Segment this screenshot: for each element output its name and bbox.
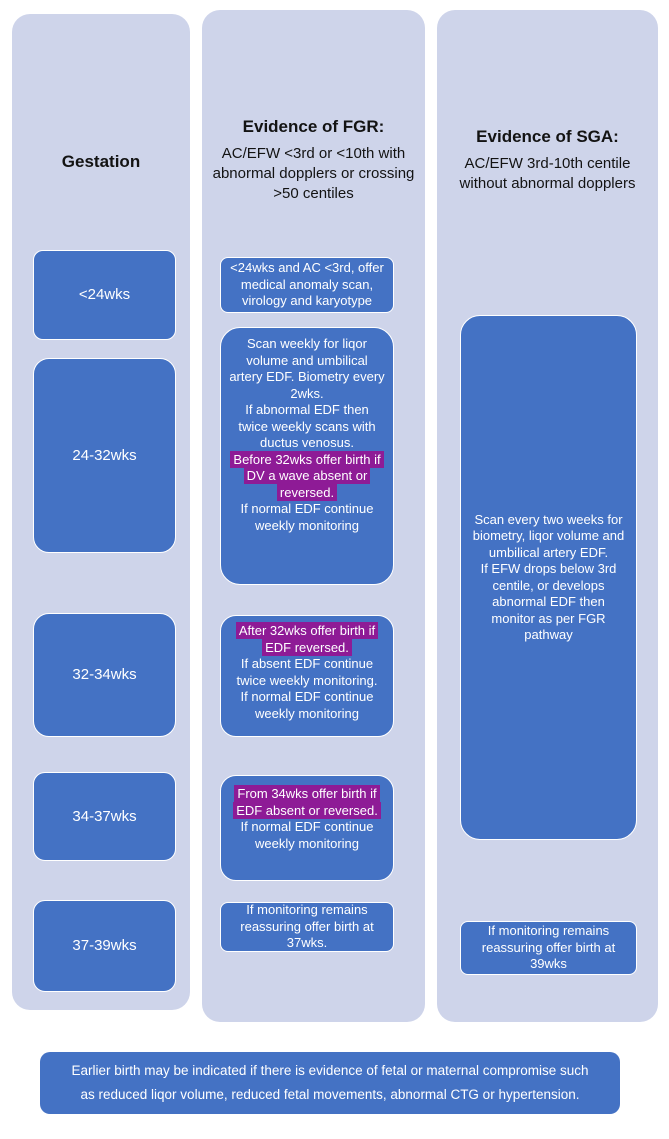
gestation-column-title: Gestation [61,152,141,171]
sga-box-main: Scan every two weeks for biometry, liqor… [460,315,637,840]
gestation-box-under-24wks: <24wks [33,250,176,340]
footnote-bar: Earlier birth may be indicated if there … [40,1052,620,1114]
gestation-box-37-39wks: 37-39wks [33,900,176,992]
sga-37-39wks-text: If monitoring remains reassuring offer b… [481,923,616,972]
fgr-24-32wks-highlight-text: Before 32wks offer birth if DV a wave ab… [229,450,385,502]
fgr-32-34wks-highlight-text: After 32wks offer birth if EDF reversed. [229,622,385,656]
fgr-24-32wks-normal-edf-text: If normal EDF continue weekly monitoring [240,501,374,533]
fgr-24-32wks-abnormal-edf-text: If abnormal EDF then twice weekly scans … [238,402,376,450]
fgr-box-24-32wks: Scan weekly for liqor volume and umbilic… [220,327,394,585]
sga-box-37-39wks: If monitoring remains reassuring offer b… [460,921,637,975]
fgr-37-39wks-text: If monitoring remains reassuring offer b… [240,902,374,951]
highlighted-recommendation: From 34wks offer birth if EDF absent or … [233,785,381,819]
sga-column-subtitle: AC/EFW 3rd-10th centile without abnormal… [459,155,636,192]
gestation-label: 24-32wks [72,446,137,464]
fgr-column-subtitle: AC/EFW <3rd or <10th with abnormal doppl… [212,145,415,202]
gestation-label: <24wks [78,286,131,304]
gestation-box-24-32wks: 24-32wks [33,358,176,553]
highlighted-recommendation: Before 32wks offer birth if DV a wave ab… [230,450,384,501]
fgr-box-32-34wks: After 32wks offer birth if EDF reversed.… [220,615,394,737]
sga-column-title: Evidence of SGA: [476,127,619,146]
fgr-34-37wks-highlight-text: From 34wks offer birth if EDF absent or … [229,785,385,819]
highlighted-recommendation: After 32wks offer birth if EDF reversed. [235,622,379,656]
sga-efw-drop-text: If EFW drops below 3rd centile, or devel… [480,561,617,642]
gestation-box-32-34wks: 32-34wks [33,613,176,737]
fgr-32-34wks-normal-edf-text: If normal EDF continue weekly monitoring [240,689,374,721]
gestation-label: 32-34wks [72,666,137,684]
gestation-label: 34-37wks [72,807,137,825]
fgr-under-24wks-text: <24wks and AC <3rd, offer medical anomal… [230,260,384,309]
gestation-label: 37-39wks [72,937,137,955]
fgr-24-32wks-scan-text: Scan weekly for liqor volume and umbilic… [229,336,385,401]
fgr-32-34wks-absent-edf-text: If absent EDF continue twice weekly moni… [236,656,378,688]
gestation-box-34-37wks: 34-37wks [33,772,176,861]
fgr-box-37-39wks: If monitoring remains reassuring offer b… [220,902,394,952]
fgr-column-title: Evidence of FGR: [242,117,385,136]
footnote-text: Earlier birth may be indicated if there … [71,1063,589,1102]
fgr-34-37wks-normal-edf-text: If normal EDF continue weekly monitoring [240,819,374,851]
fgr-box-under-24wks: <24wks and AC <3rd, offer medical anomal… [220,257,394,313]
sga-scan-text: Scan every two weeks for biometry, liqor… [472,511,625,560]
fgr-box-34-37wks: From 34wks offer birth if EDF absent or … [220,775,394,881]
